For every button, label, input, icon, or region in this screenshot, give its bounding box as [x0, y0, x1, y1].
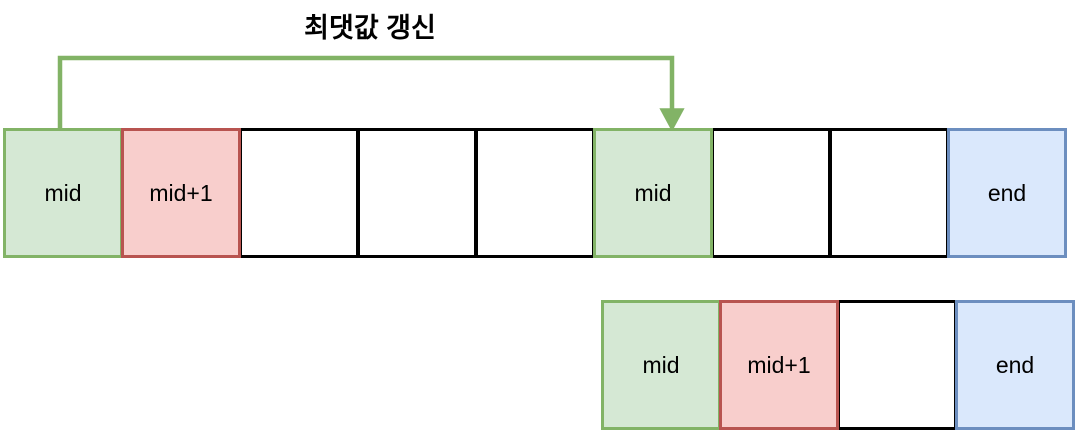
array-row-before: mid mid+1 mid end	[3, 128, 1067, 258]
array-cell-mid[interactable]: mid	[3, 128, 123, 258]
array-cell-label: mid+1	[149, 179, 213, 206]
array-cell-midplus1[interactable]: mid+1	[719, 300, 839, 430]
array-cell-empty[interactable]	[837, 300, 957, 430]
array-cell-end[interactable]: end	[955, 300, 1075, 430]
array-cell-empty[interactable]	[357, 128, 477, 258]
array-cell-label: end	[987, 179, 1027, 206]
array-cell-label: mid+1	[747, 351, 811, 378]
page-title: 최댓값 갱신	[304, 13, 436, 43]
array-cell-end[interactable]: end	[947, 128, 1067, 258]
array-cell-empty[interactable]	[711, 128, 831, 258]
array-cell-label: end	[995, 351, 1035, 378]
array-cell-label: mid	[44, 179, 82, 206]
array-cell-midplus1[interactable]: mid+1	[121, 128, 241, 258]
array-cell-mid[interactable]: mid	[601, 300, 721, 430]
array-cell-label: mid	[634, 179, 672, 206]
array-cell-label: mid	[642, 351, 680, 378]
array-cell-empty[interactable]	[239, 128, 359, 258]
arrow-path	[57, 55, 685, 132]
array-cell-empty[interactable]	[829, 128, 949, 258]
array-row-after: mid mid+1 end	[601, 300, 1075, 430]
array-cell-empty[interactable]	[475, 128, 595, 258]
array-cell-mid[interactable]: mid	[593, 128, 713, 258]
